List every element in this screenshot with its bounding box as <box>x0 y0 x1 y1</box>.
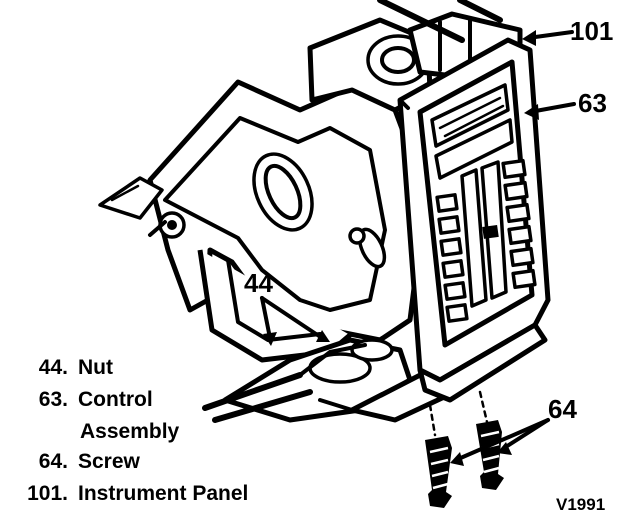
screws <box>425 390 504 508</box>
callout-101: 101 <box>570 16 613 46</box>
callout-44: 44 <box>244 268 273 298</box>
legend-text-control: Control <box>78 388 153 411</box>
legend-num-63: 63. <box>39 388 68 411</box>
figure-id: V1991 <box>556 495 605 514</box>
control-assembly <box>397 37 551 403</box>
leader-lines <box>260 30 576 466</box>
callout-63: 63 <box>578 88 607 118</box>
legend-text-instrument-panel: Instrument Panel <box>78 482 248 505</box>
legend-text-screw: Screw <box>78 450 141 473</box>
legend: 44. Nut 63. Control Assembly 64. Screw 1… <box>27 356 248 505</box>
legend-num-64: 64. <box>39 450 68 473</box>
legend-text-assembly: Assembly <box>80 420 180 443</box>
legend-num-44: 44. <box>39 356 68 379</box>
legend-text-nut: Nut <box>78 356 113 379</box>
legend-num-101: 101. <box>27 482 68 505</box>
callout-64: 64 <box>548 394 577 424</box>
